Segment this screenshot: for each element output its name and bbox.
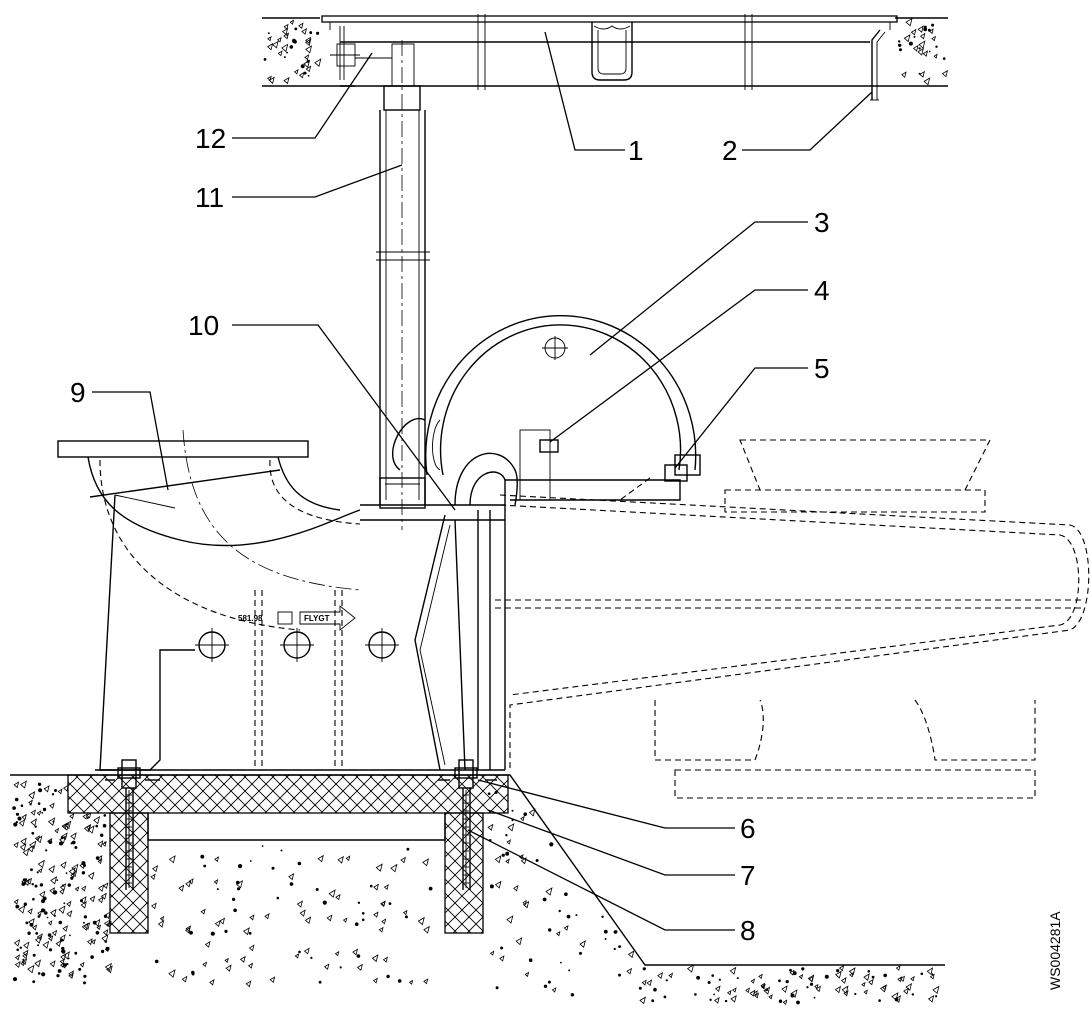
callout-1: 1 — [628, 135, 644, 166]
discharge-elbow: 581.98 FLYGT — [57, 429, 506, 771]
anchor-bolts — [105, 759, 497, 890]
nameplate-brand: FLYGT — [304, 614, 330, 623]
drawing-code: WS004281A — [1047, 911, 1063, 990]
access-cover — [321, 14, 898, 101]
nameplate-number: 581.98 — [238, 614, 263, 623]
callout-12: 12 — [195, 123, 226, 154]
guide-bar — [355, 40, 430, 530]
callout-6: 6 — [740, 813, 756, 844]
callout-leaders — [92, 31, 873, 931]
ground-concrete-dots — [12, 780, 940, 1006]
callout-7: 7 — [740, 860, 756, 891]
callout-8: 8 — [740, 915, 756, 946]
callout-3: 3 — [814, 207, 830, 238]
callout-10: 10 — [188, 310, 219, 341]
callout-4: 4 — [814, 275, 830, 306]
slab-concrete-dots — [263, 17, 949, 86]
callout-9: 9 — [70, 377, 86, 408]
lifting-handle — [392, 314, 701, 506]
callout-5: 5 — [814, 353, 830, 384]
nameplate-box — [277, 611, 293, 625]
top-slab — [262, 17, 949, 87]
callout-2: 2 — [722, 135, 738, 166]
callout-11: 11 — [195, 182, 224, 213]
pump-body — [495, 439, 1090, 799]
foundation — [10, 774, 945, 1006]
